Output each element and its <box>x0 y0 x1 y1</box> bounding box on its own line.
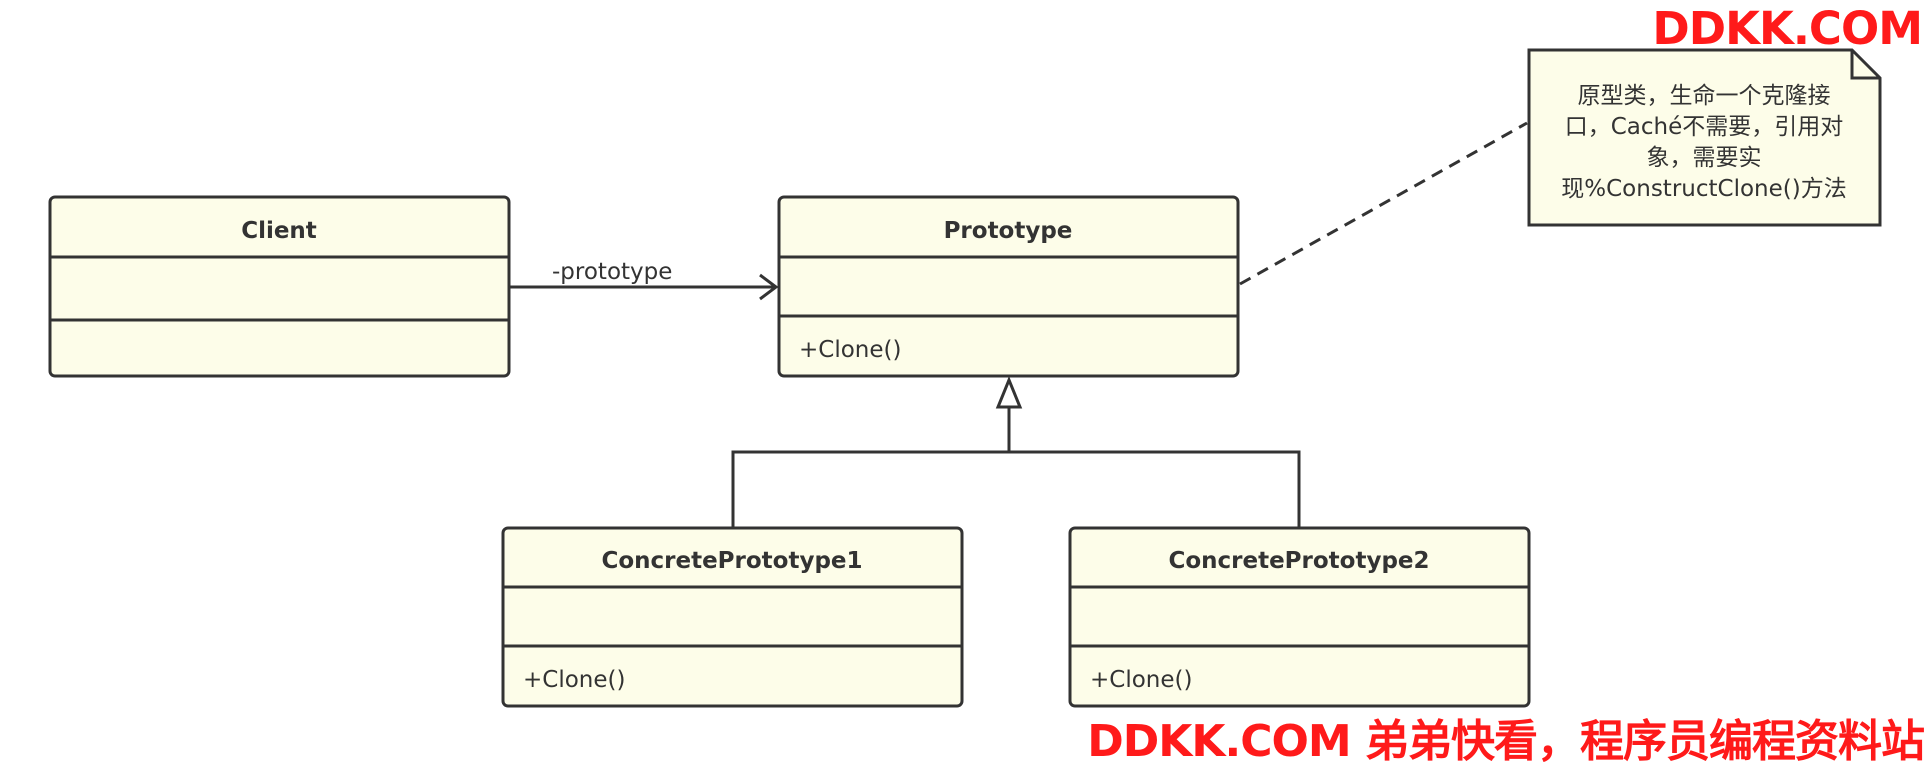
class-prototype[interactable]: Prototype +Clone() <box>777 195 1240 378</box>
note-shape <box>1527 48 1882 227</box>
generalization-arrowhead <box>995 376 1023 409</box>
note-line-1: 原型类，生命一个克隆接 <box>1578 83 1831 109</box>
generalization-tree <box>731 376 1301 528</box>
note-line-4: 现%ConstructClone()方法 <box>1561 176 1846 202</box>
class-concrete-prototype-1-box <box>501 526 964 708</box>
note[interactable]: 原型类，生命一个克隆接 口，Caché不需要，引用对 象，需要实 现%Const… <box>1527 48 1882 227</box>
note-connector <box>1239 121 1528 286</box>
association-arrowhead <box>759 273 779 301</box>
association-label: -prototype <box>552 259 672 285</box>
class-client-name: Client <box>241 218 317 244</box>
watermark-top: DDKK.COM <box>1652 2 1923 55</box>
watermark-bottom: DDKK.COM 弟弟快看，程序员编程资料站 <box>1087 716 1925 767</box>
note-fold <box>1850 50 1880 80</box>
association-client-prototype: -prototype <box>510 259 779 301</box>
class-concrete-prototype-1-operation: +Clone() <box>523 667 625 693</box>
class-prototype-box <box>777 195 1240 378</box>
note-line-2: 口，Caché不需要，引用对 <box>1565 114 1844 140</box>
class-concrete-prototype-2-box <box>1068 526 1531 708</box>
class-client[interactable]: Client <box>48 195 511 378</box>
class-client-box <box>48 195 511 378</box>
note-line-3: 象，需要实 <box>1647 145 1762 171</box>
generalization-branches <box>731 450 1301 528</box>
class-prototype-name: Prototype <box>944 218 1073 244</box>
class-concrete-prototype-2-name: ConcretePrototype2 <box>1168 548 1429 574</box>
class-concrete-prototype-2-operation: +Clone() <box>1090 667 1192 693</box>
class-prototype-operation: +Clone() <box>799 337 901 363</box>
class-concrete-prototype-1-name: ConcretePrototype1 <box>601 548 862 574</box>
class-concrete-prototype-2[interactable]: ConcretePrototype2 +Clone() <box>1068 526 1531 708</box>
class-concrete-prototype-1[interactable]: ConcretePrototype1 +Clone() <box>501 526 964 708</box>
